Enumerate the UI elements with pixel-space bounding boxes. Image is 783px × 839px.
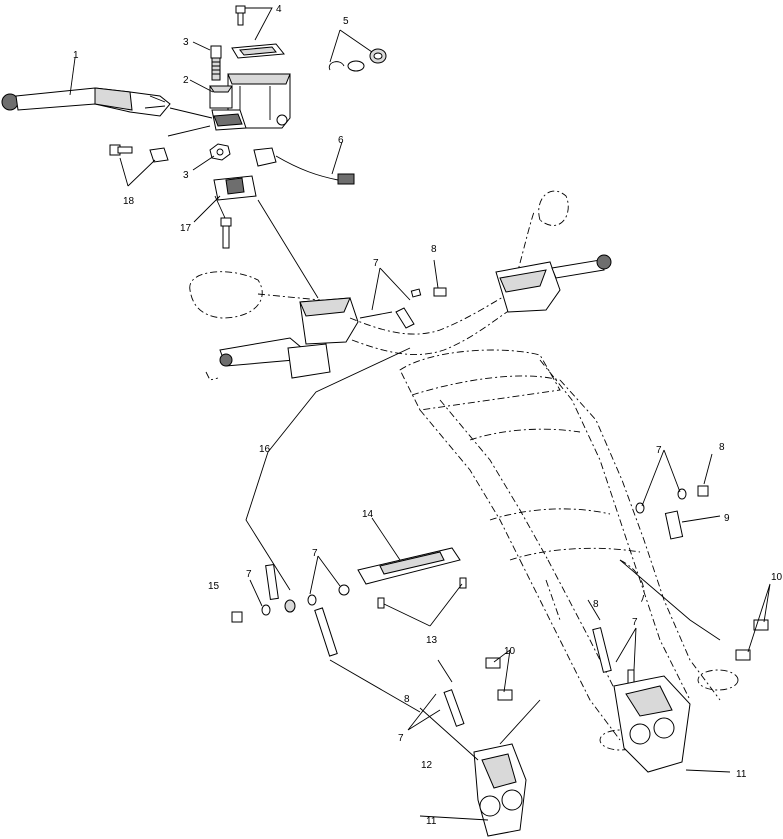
callout-labels: 1 2 3 3 4 5 6 18 17 7 8 16 14 7 8 9 15 7… <box>73 4 783 827</box>
callout-7-mid: 7 <box>312 548 318 559</box>
callout-1: 1 <box>73 50 79 61</box>
callout-12: 12 <box>421 760 433 771</box>
callout-2: 2 <box>183 75 189 86</box>
hose-fittings-upper <box>359 287 447 329</box>
banjo-fittings-right <box>635 485 709 540</box>
callout-5: 5 <box>343 16 349 27</box>
callout-8-lower: 8 <box>404 694 410 705</box>
pivot-bolt-bushing <box>109 144 169 163</box>
callout-6: 6 <box>338 135 344 146</box>
callout-7-upper: 7 <box>373 258 379 269</box>
callout-8-fork: 8 <box>593 599 599 610</box>
callout-7-lower-left: 7 <box>398 733 404 744</box>
callout-4: 4 <box>276 4 282 15</box>
reservoir-cover <box>231 43 285 59</box>
callout-10-left: 10 <box>504 646 516 657</box>
callout-8-right: 8 <box>719 442 725 453</box>
sight-glass-parts <box>328 48 387 72</box>
brake-switch <box>253 147 355 185</box>
leader-lines-top <box>69 7 373 299</box>
callout-7-lower-right: 7 <box>632 617 638 628</box>
callout-15: 15 <box>208 581 220 592</box>
callout-3-nut: 3 <box>183 170 189 181</box>
callout-7-left: 7 <box>246 569 252 580</box>
nut <box>209 143 231 161</box>
clamp <box>213 175 257 201</box>
handlebar-ghost <box>349 190 569 355</box>
banjo-bolt-washers-left <box>231 584 350 623</box>
brake-line-right-lower <box>592 627 635 687</box>
left-master-cylinder-assembled <box>205 297 359 381</box>
callout-7-right: 7 <box>656 445 662 456</box>
master-cylinder <box>211 73 291 131</box>
callout-10-right: 10 <box>771 572 783 583</box>
cover-screw <box>235 5 246 26</box>
pivot-block <box>209 85 233 109</box>
right-caliper <box>613 675 691 773</box>
fork-assembly-ghost <box>399 349 739 751</box>
caliper-bolts <box>485 619 769 701</box>
callout-9: 9 <box>724 513 730 524</box>
left-caliper <box>473 743 527 837</box>
clamp-bolt <box>220 217 232 249</box>
left-mirror-ghost <box>189 271 321 319</box>
callout-16: 16 <box>259 444 271 455</box>
callout-3-top: 3 <box>183 37 189 48</box>
callout-11-left: 11 <box>426 816 437 827</box>
callout-14: 14 <box>362 509 374 520</box>
brake-line-left <box>265 564 465 727</box>
callout-17: 17 <box>180 223 192 234</box>
bracket-plate <box>357 547 467 609</box>
callout-13: 13 <box>426 635 438 646</box>
brake-lever <box>1 87 171 117</box>
callout-8-upper: 8 <box>431 244 437 255</box>
callout-11-right: 11 <box>736 769 747 780</box>
callout-18: 18 <box>123 196 135 207</box>
leader-lines-lower <box>245 259 771 821</box>
piston-pin <box>210 45 222 81</box>
right-switch-assembled <box>495 254 612 313</box>
